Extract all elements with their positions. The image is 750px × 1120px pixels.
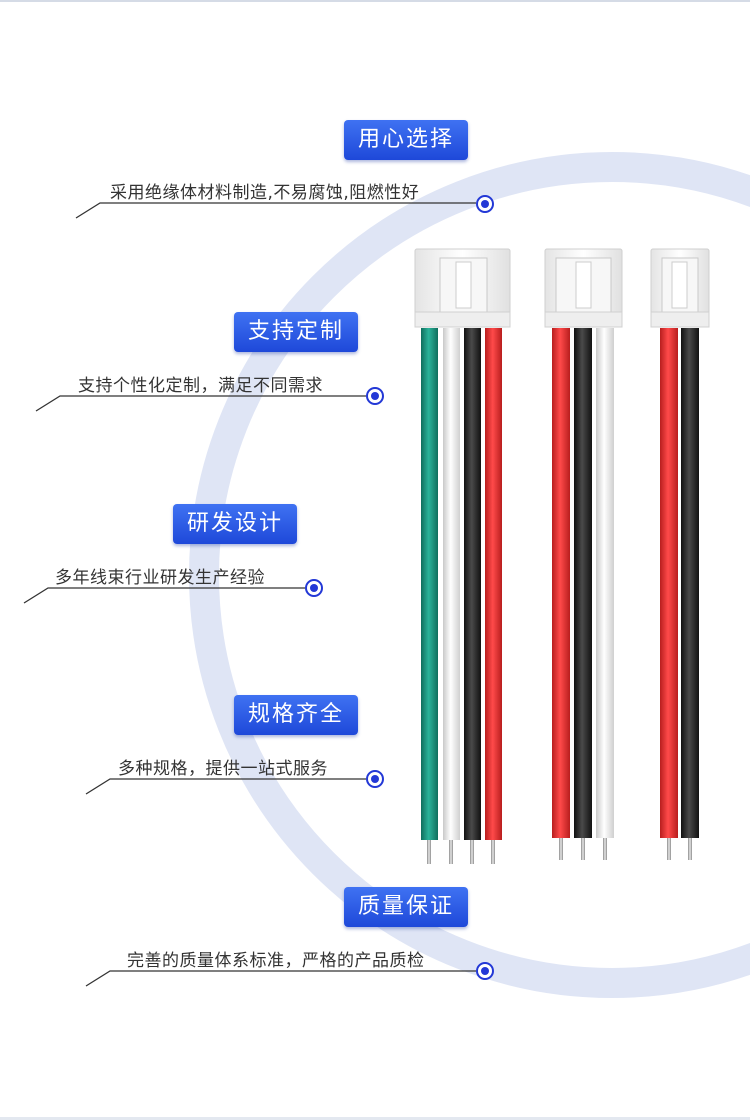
feature-desc-careful-selection: 采用绝缘体材料制造,不易腐蚀,阻燃性好: [110, 183, 420, 203]
bullet-dot-icon: [476, 962, 494, 980]
cable-4-pin: [414, 248, 511, 864]
feature-title-quality-assurance: 质量保证: [344, 887, 469, 927]
top-divider: [0, 0, 750, 2]
cable-2-pin: [650, 248, 710, 860]
cable-3-pin: [544, 248, 623, 860]
bullet-dot-icon: [366, 770, 384, 788]
feature-desc-rnd-design: 多年线束行业研发生产经验: [55, 568, 265, 588]
bullet-dot-icon: [476, 195, 494, 213]
feature-title-full-specs: 规格齐全: [234, 695, 359, 735]
feature-title-rnd-design: 研发设计: [173, 504, 298, 544]
bullet-dot-icon: [366, 387, 384, 405]
feature-title-customization: 支持定制: [234, 312, 359, 352]
feature-desc-quality-assurance: 完善的质量体系标准，严格的产品质检: [127, 951, 425, 971]
bullet-dot-icon: [305, 579, 323, 597]
feature-title-careful-selection: 用心选择: [344, 120, 469, 160]
feature-desc-full-specs: 多种规格，提供一站式服务: [118, 759, 328, 779]
bottom-divider: [0, 1117, 750, 1120]
feature-desc-customization: 支持个性化定制，满足不同需求: [78, 376, 323, 396]
